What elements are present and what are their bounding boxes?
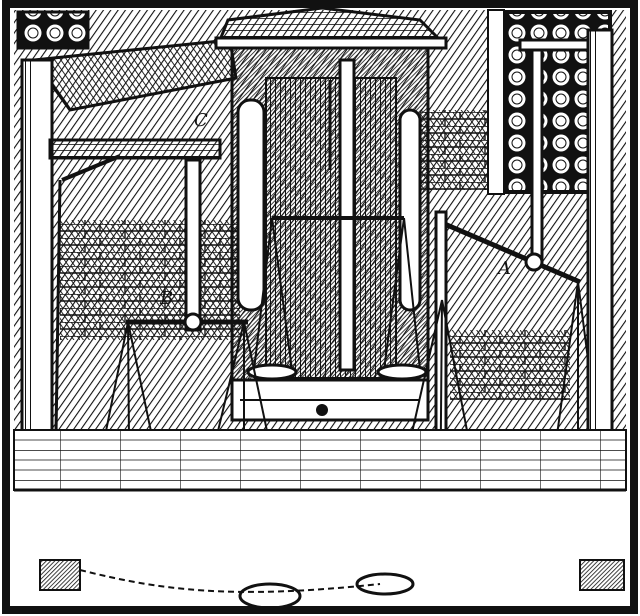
label-a: A <box>496 258 511 279</box>
floor <box>13 429 627 610</box>
central-cabinet <box>214 6 448 422</box>
left-beam <box>48 138 222 561</box>
label-b: B <box>159 288 173 309</box>
label-c: C <box>194 110 208 131</box>
cabinet-balance <box>246 58 428 381</box>
left-window <box>16 10 90 50</box>
